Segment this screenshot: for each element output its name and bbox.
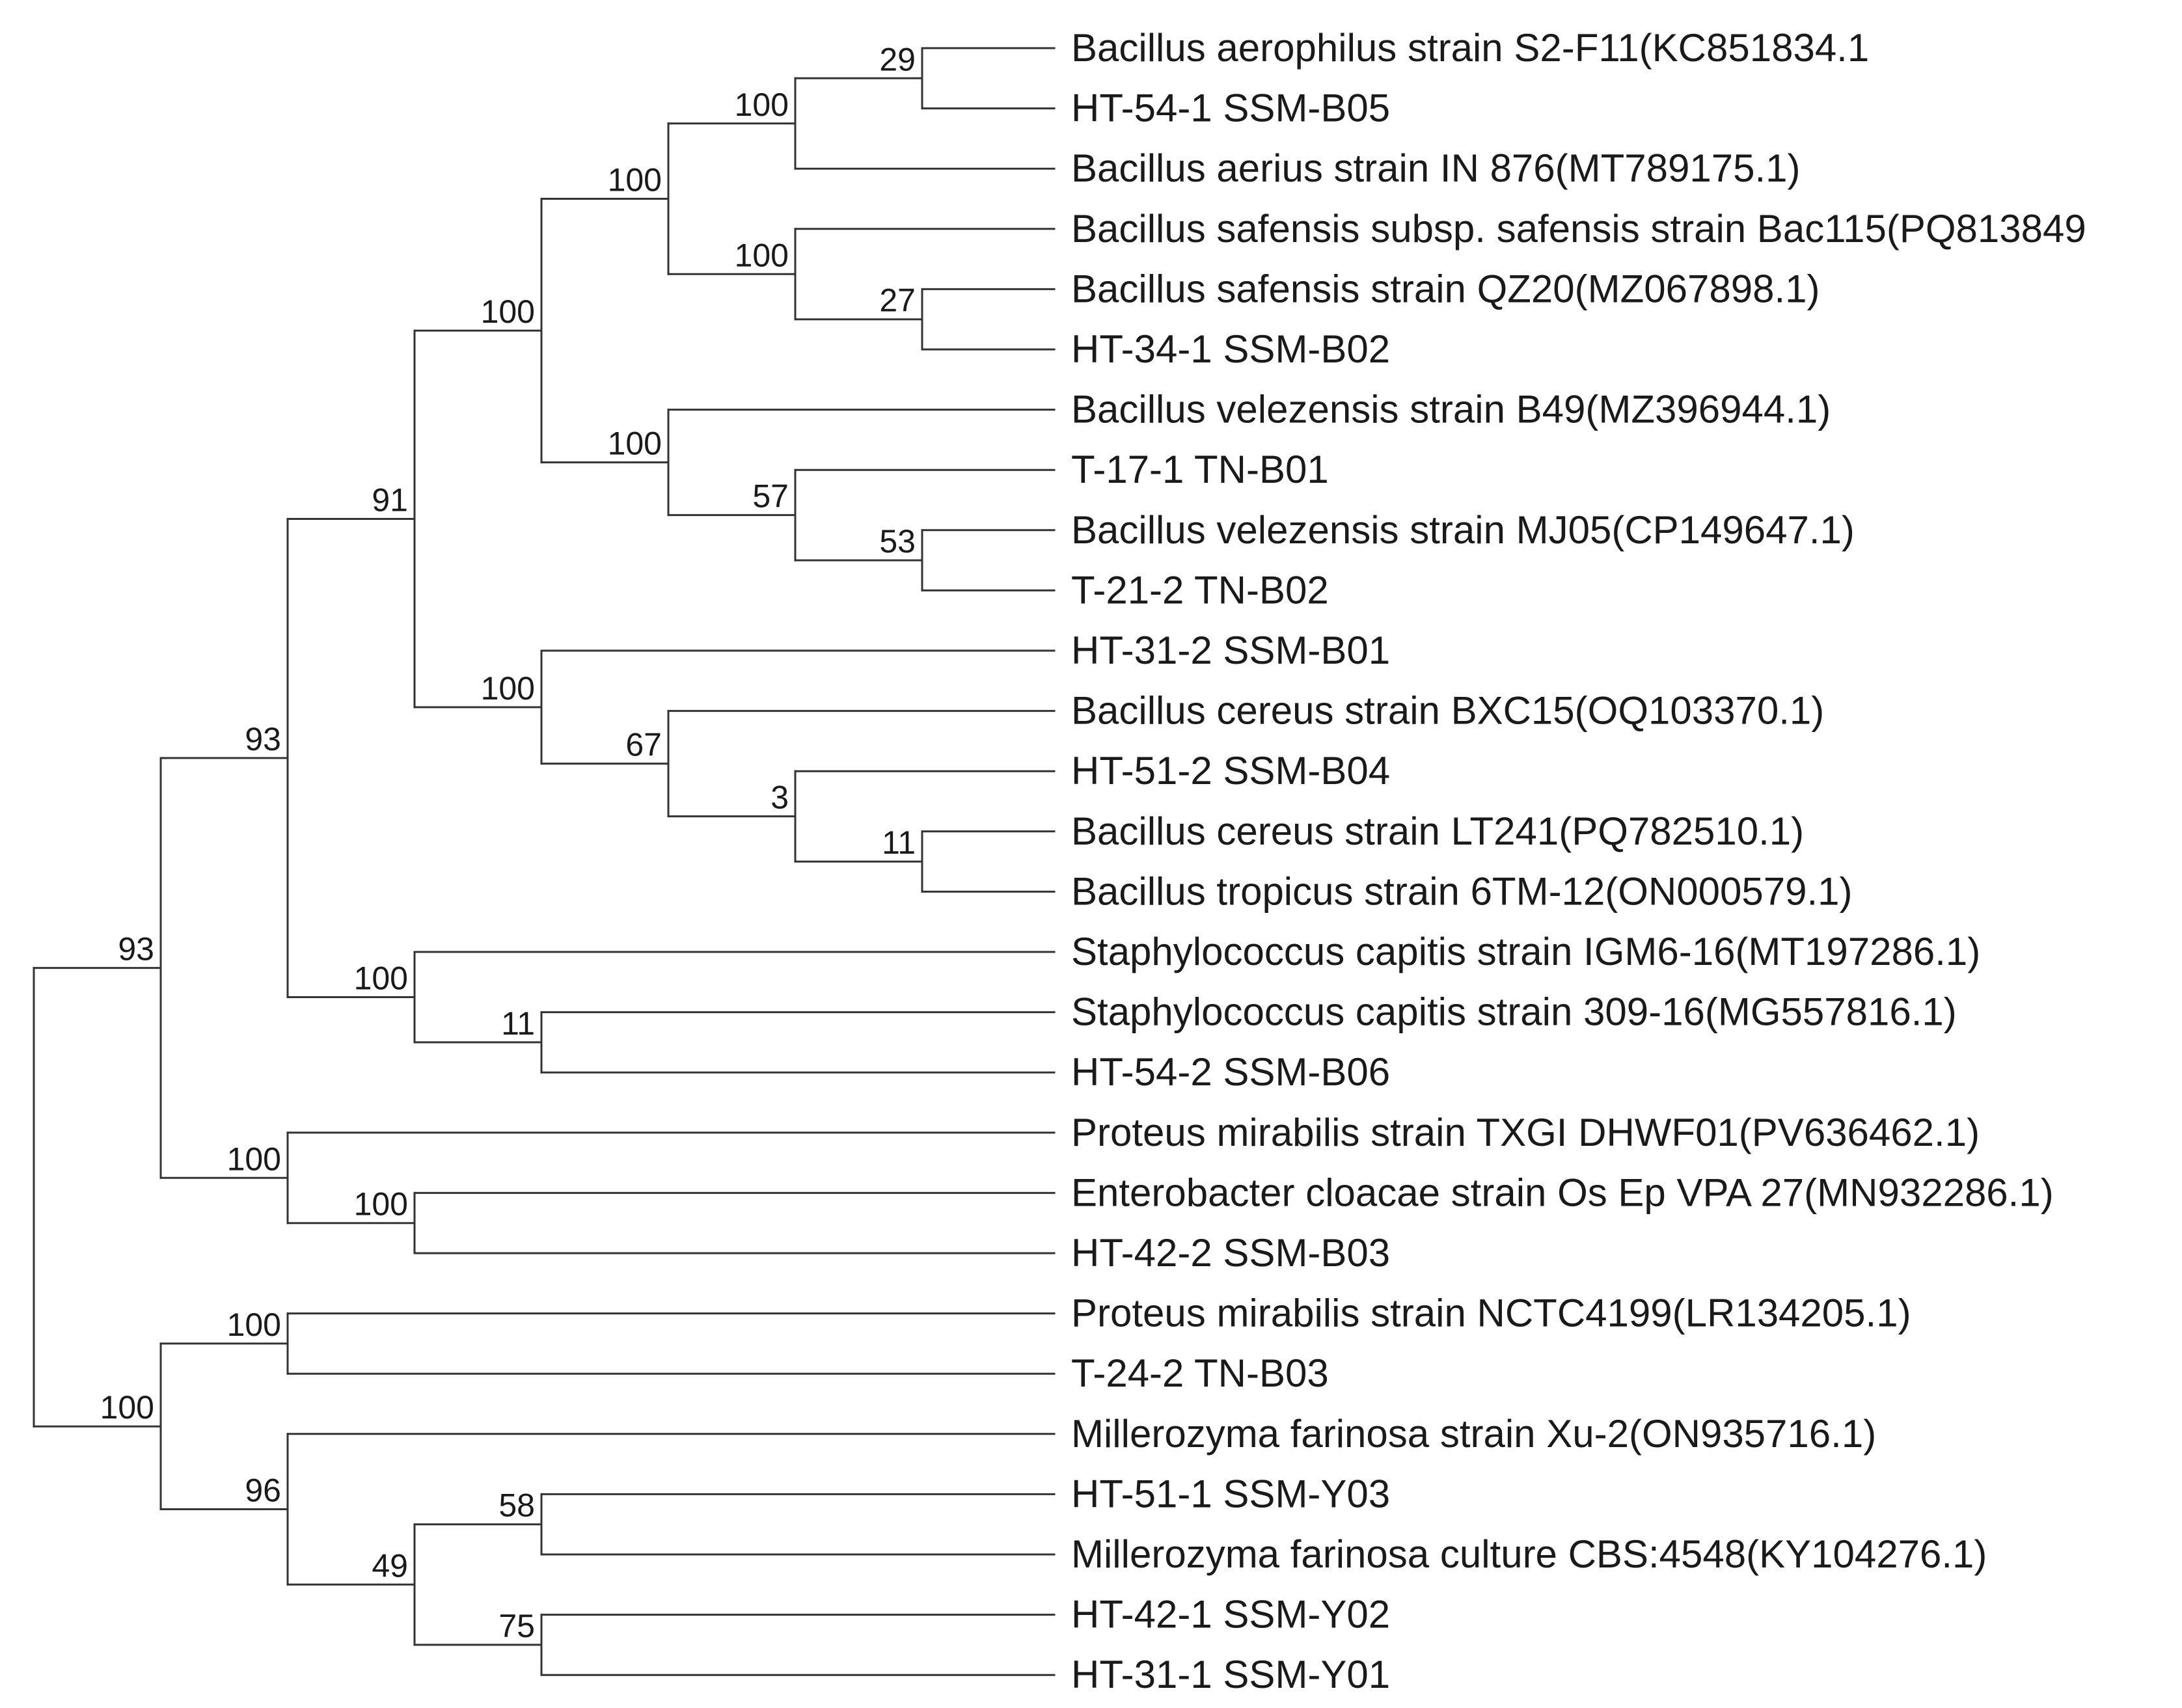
bootstrap-value: 100 (608, 162, 662, 198)
bootstrap-values: 29 100 27 100 100 53 57 100 100 11 3 67 100 91 11 100 93… (100, 41, 916, 1644)
leaf-label: HT-34-1 SSM-B02 (1071, 327, 1390, 371)
leaf-label: HT-42-2 SSM-B03 (1071, 1231, 1390, 1275)
bootstrap-value: 100 (227, 1141, 281, 1177)
leaf-label: Bacillus velezensis strain B49(MZ396944.… (1071, 388, 1831, 431)
leaf-label: HT-51-2 SSM-B04 (1071, 749, 1390, 793)
bootstrap-value: 27 (879, 282, 916, 319)
bootstrap-value: 100 (608, 426, 662, 462)
leaf-label: T-24-2 TN-B03 (1071, 1351, 1329, 1395)
leaf-label: Bacillus tropicus strain 6TM-12(ON000579… (1071, 869, 1853, 913)
bootstrap-value: 57 (752, 478, 789, 515)
leaf-labels: Bacillus aerophilus strain S2-F11(KC8518… (1071, 26, 2086, 1696)
leaf-label: T-17-1 TN-B01 (1071, 448, 1329, 491)
leaf-label: Staphylococcus capitis strain IGM6-16(MT… (1071, 930, 1980, 973)
leaf-label: Bacillus safensis subsp. safensis strain… (1071, 207, 2086, 251)
bootstrap-value: 100 (481, 670, 535, 707)
bootstrap-value: 53 (879, 523, 916, 560)
bootstrap-value: 11 (882, 824, 916, 861)
leaf-label: T-21-2 TN-B02 (1071, 568, 1329, 612)
bootstrap-value: 75 (498, 1608, 535, 1644)
bootstrap-value: 29 (879, 41, 916, 77)
bootstrap-value: 3 (771, 779, 789, 816)
leaf-label: Bacillus velezensis strain MJ05(CP149647… (1071, 508, 1855, 552)
bootstrap-value: 100 (354, 1186, 408, 1223)
bootstrap-value: 67 (625, 727, 662, 763)
leaf-label: HT-54-1 SSM-B05 (1071, 87, 1390, 130)
bootstrap-value: 100 (227, 1307, 281, 1343)
bootstrap-value: 100 (481, 293, 535, 330)
leaf-label: Millerozyma farinosa culture CBS:4548(KY… (1071, 1532, 1987, 1576)
leaf-label: HT-31-1 SSM-Y01 (1071, 1653, 1390, 1696)
bootstrap-value: 100 (735, 87, 789, 123)
leaf-label: Bacillus aerius strain IN 876(MT789175.1… (1071, 146, 1801, 190)
bootstrap-value: 11 (501, 1005, 535, 1042)
bootstrap-value: 100 (735, 237, 789, 273)
bootstrap-value: 100 (100, 1389, 154, 1426)
leaf-label: Enterobacter cloacae strain Os Ep VPA 27… (1071, 1171, 2054, 1214)
leaf-label: Millerozyma farinosa strain Xu-2(ON93571… (1071, 1412, 1876, 1456)
bootstrap-value: 93 (245, 721, 281, 757)
leaf-label: Proteus mirabilis strain TXGI DHWF01(PV6… (1071, 1111, 1980, 1154)
bootstrap-value: 96 (245, 1472, 281, 1509)
bootstrap-value: 100 (354, 960, 408, 996)
leaf-label: Staphylococcus capitis strain 309-16(MG5… (1071, 990, 1957, 1034)
leaf-label: HT-51-1 SSM-Y03 (1071, 1472, 1390, 1515)
bootstrap-value: 49 (372, 1547, 408, 1584)
leaf-label: Proteus mirabilis strain NCTC4199(LR1342… (1071, 1292, 1911, 1335)
leaf-label: HT-31-2 SSM-B01 (1071, 629, 1390, 672)
leaf-label: HT-42-1 SSM-Y02 (1071, 1593, 1390, 1636)
leaf-label: Bacillus aerophilus strain S2-F11(KC8518… (1071, 26, 1869, 70)
leaf-label: HT-54-2 SSM-B06 (1071, 1050, 1390, 1094)
leaf-label: Bacillus cereus strain BXC15(OQ103370.1) (1071, 689, 1824, 733)
bootstrap-value: 93 (118, 931, 154, 968)
leaf-label: Bacillus cereus strain LT241(PQ782510.1) (1071, 809, 1804, 853)
bootstrap-value: 58 (498, 1487, 535, 1524)
leaf-label: Bacillus safensis strain QZ20(MZ067898.1… (1071, 267, 1820, 310)
tree-branches (33, 47, 1056, 1676)
bootstrap-value: 91 (372, 481, 408, 518)
